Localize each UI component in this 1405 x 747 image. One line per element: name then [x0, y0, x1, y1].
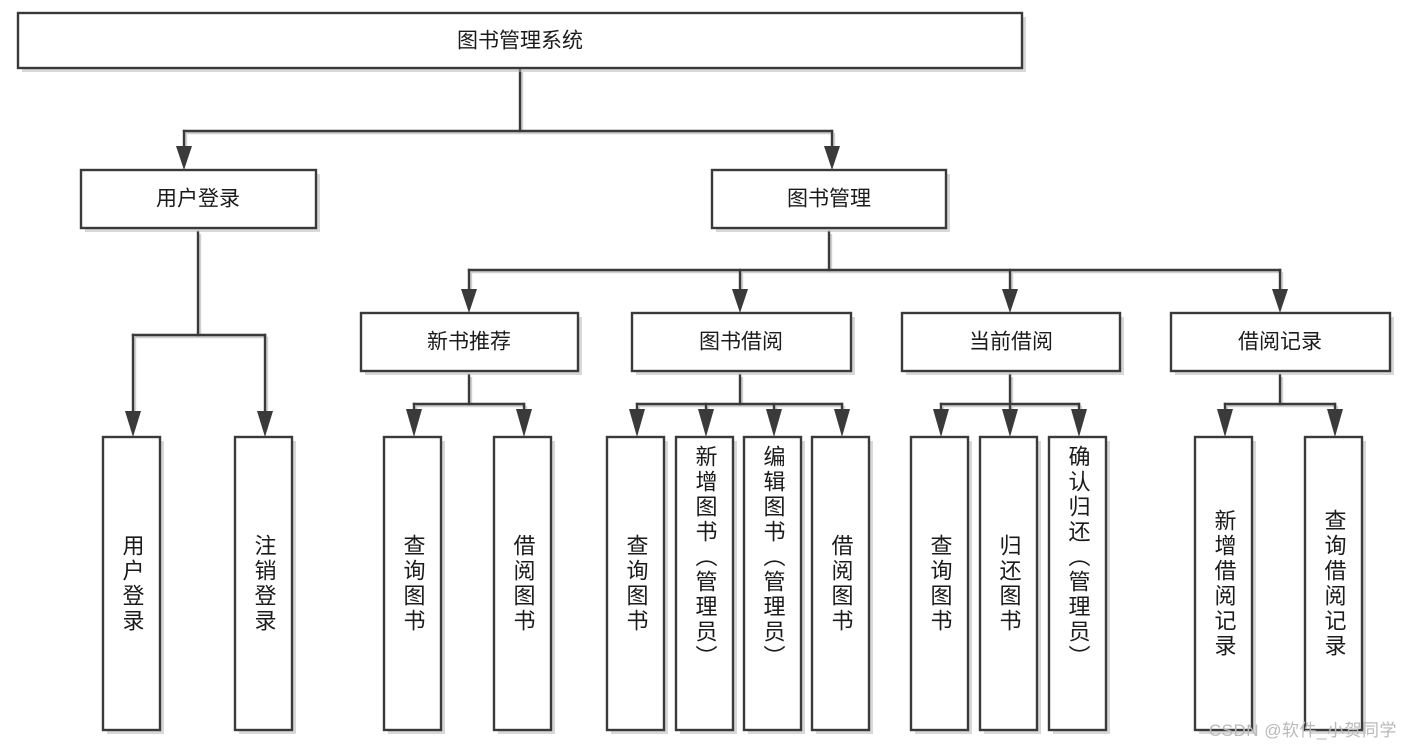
- node-leaf-add-record[interactable]: [1193, 435, 1256, 734]
- node-leaf-borrow-book-2[interactable]: [810, 435, 873, 734]
- node-current-borrow[interactable]: 当前借阅: [900, 311, 1124, 375]
- connector-currentborrow-to-leaves: [933, 373, 1087, 437]
- node-current-borrow-label: 当前借阅: [969, 331, 1053, 354]
- node-new-book-recommend[interactable]: 新书推荐: [359, 311, 582, 375]
- node-book-borrow-label: 图书借阅: [699, 331, 783, 354]
- connector-bookmgmt-to-level3: [461, 230, 1288, 313]
- node-borrow-record-label: 借阅记录: [1238, 331, 1322, 354]
- node-book-borrow[interactable]: 图书借阅: [630, 311, 855, 375]
- node-leaf-borrow-book-1[interactable]: [492, 435, 555, 734]
- watermark-text: CSDN @软件_小贺同学: [1208, 721, 1397, 740]
- node-book-management[interactable]: 图书管理: [710, 168, 950, 232]
- leaf-boxes-layer: [101, 435, 1366, 734]
- node-leaf-query-book-3[interactable]: [909, 435, 972, 734]
- node-leaf-query-record[interactable]: [1303, 435, 1366, 734]
- node-root-label: 图书管理系统: [457, 30, 583, 53]
- node-leaf-query-book-2[interactable]: [605, 435, 668, 734]
- node-leaf-confirm-return[interactable]: [1047, 435, 1110, 734]
- node-root[interactable]: 图书管理系统: [16, 11, 1026, 72]
- node-user-login[interactable]: 用户登录: [79, 168, 320, 232]
- node-leaf-query-book-1[interactable]: [382, 435, 445, 734]
- connector-bookborrow-to-leaves: [629, 373, 850, 437]
- connector-userlogin-to-leaves: [125, 230, 273, 437]
- connectors-layer: [125, 68, 1343, 437]
- node-leaf-logout[interactable]: [233, 435, 296, 734]
- node-borrow-record[interactable]: 借阅记录: [1169, 311, 1394, 375]
- connector-root-to-level2: [176, 68, 840, 170]
- node-book-management-label: 图书管理: [787, 188, 871, 211]
- node-leaf-return-book[interactable]: [978, 435, 1041, 734]
- node-user-login-label: 用户登录: [156, 188, 240, 211]
- node-new-book-recommend-label: 新书推荐: [427, 331, 511, 354]
- node-leaf-user-login[interactable]: [101, 435, 164, 734]
- connector-newbook-to-leaves: [406, 373, 532, 437]
- node-leaf-add-book[interactable]: [674, 435, 737, 734]
- connector-borrowrecord-to-leaves: [1217, 373, 1343, 437]
- node-leaf-edit-book[interactable]: [742, 435, 805, 734]
